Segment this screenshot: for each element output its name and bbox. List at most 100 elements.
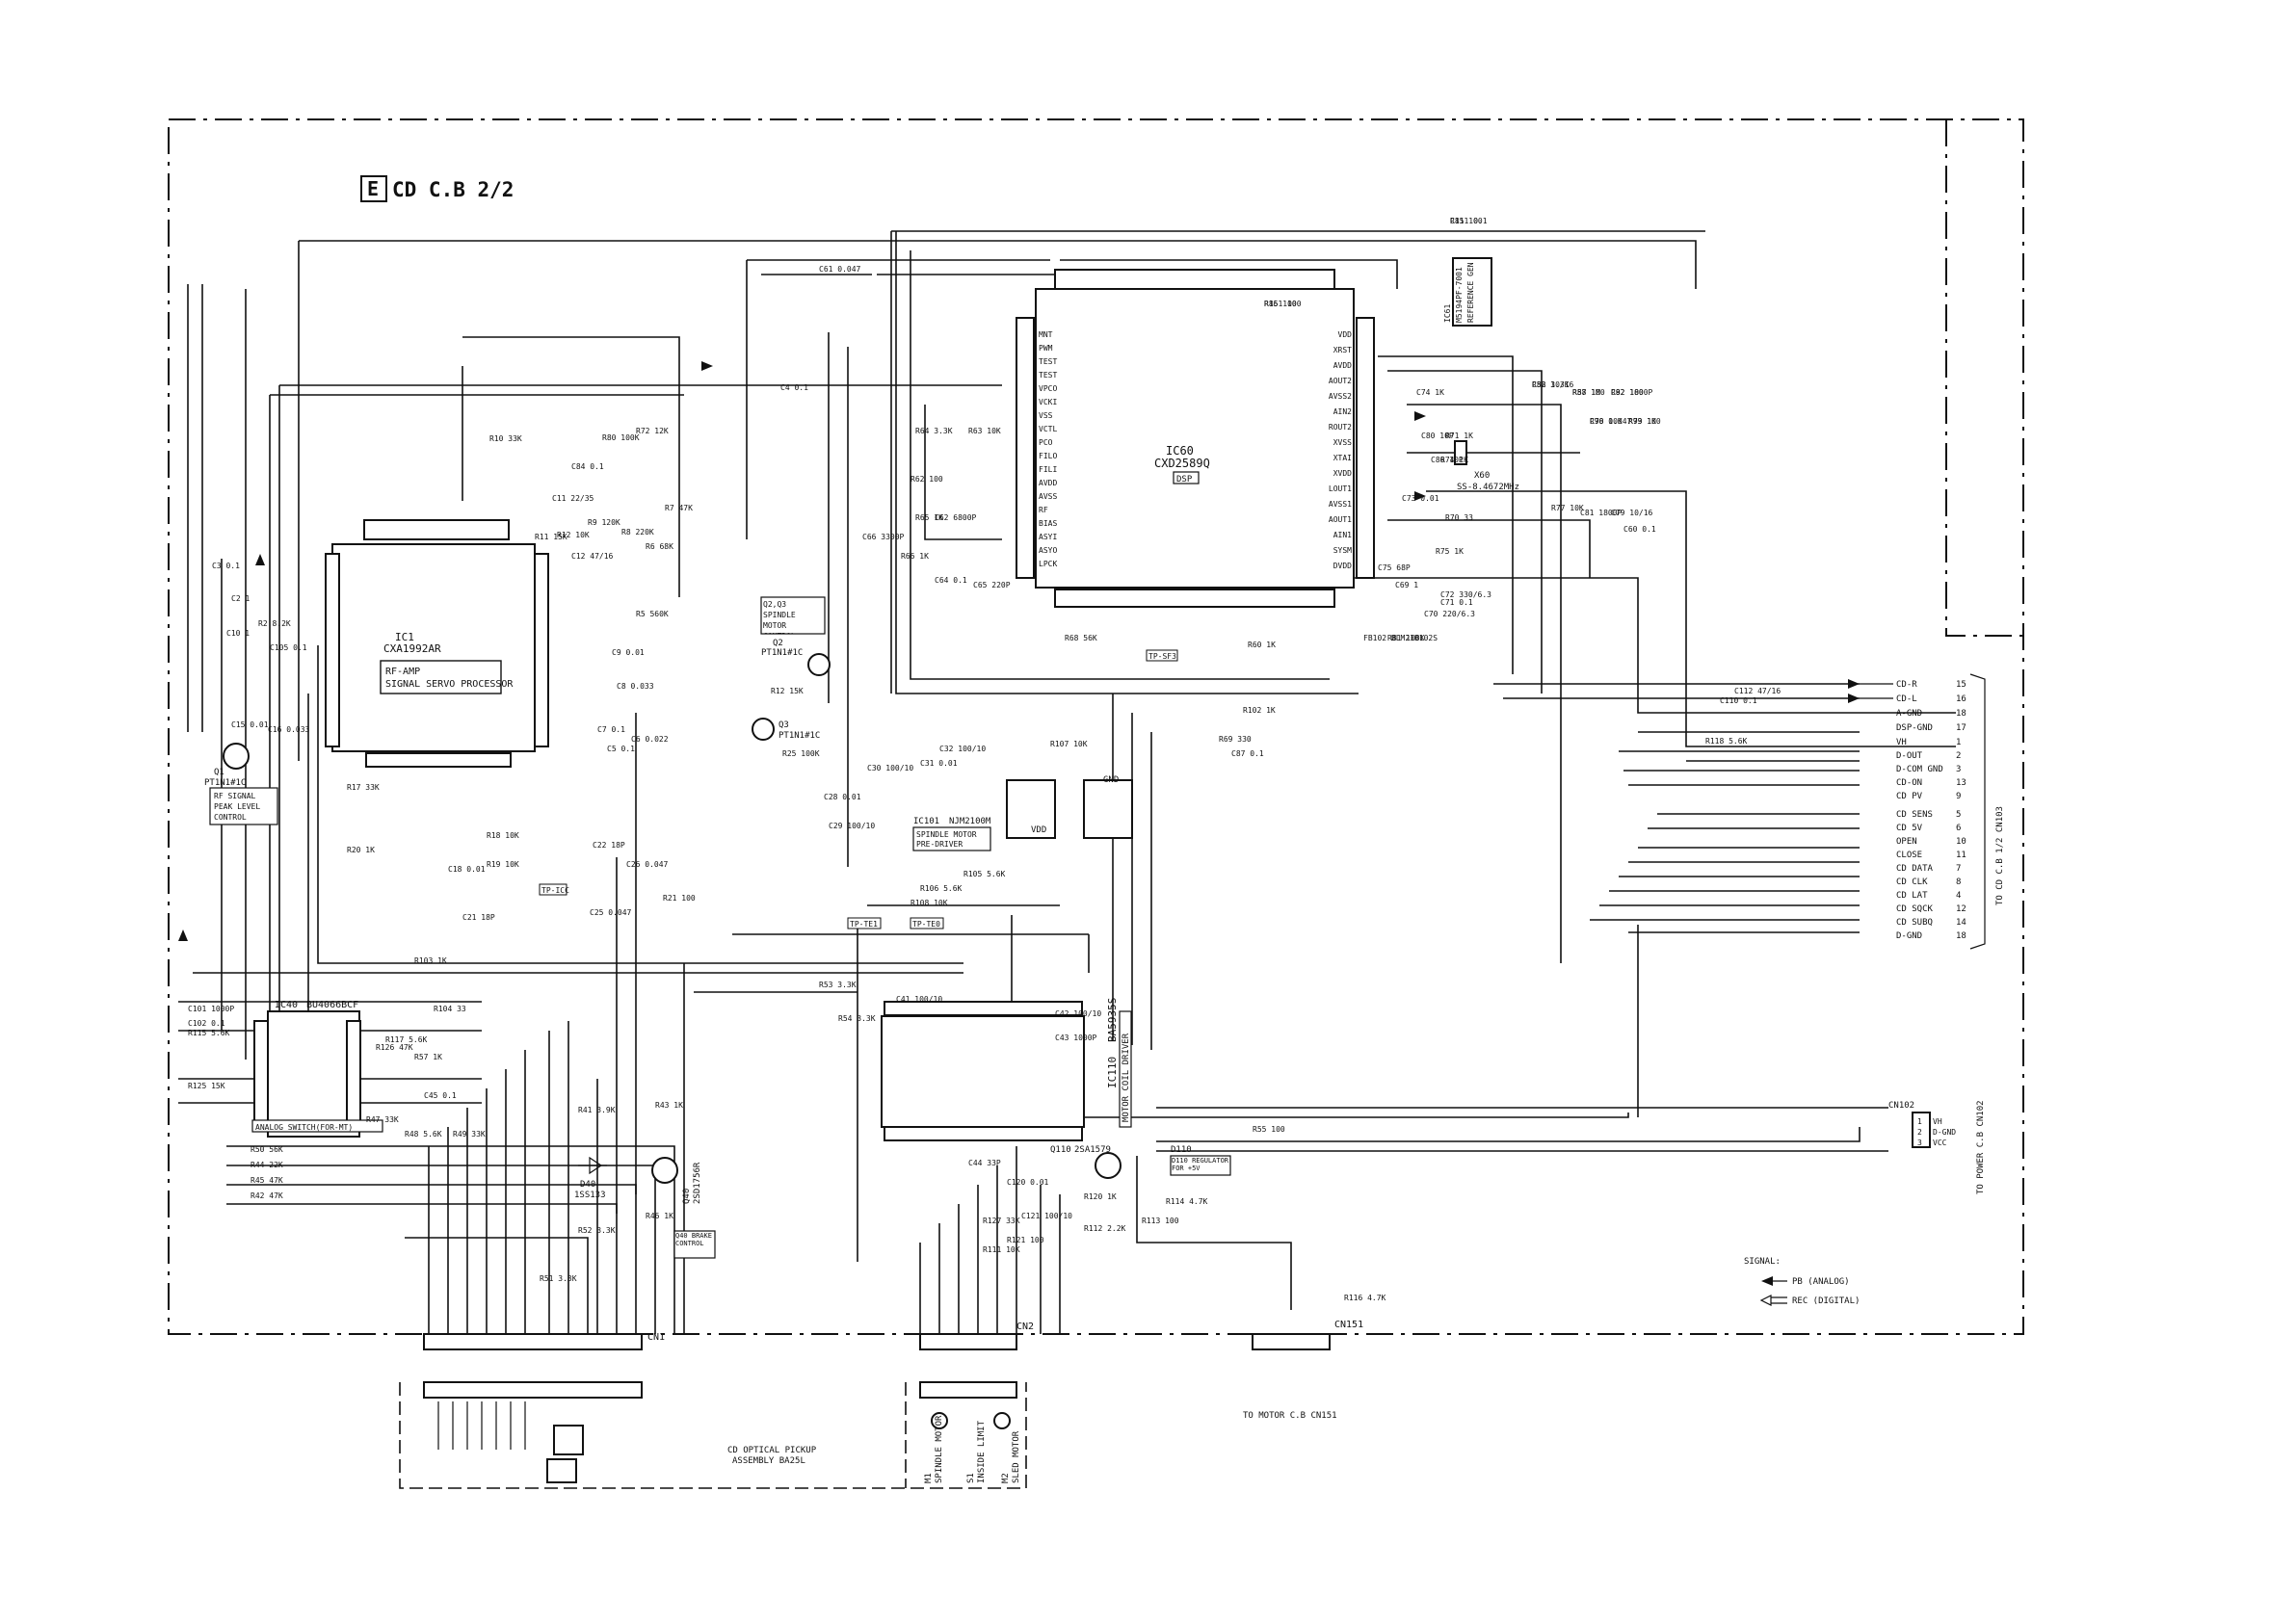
svg-text:VH: VH <box>1896 738 1907 747</box>
component-label: C3 0.1 <box>212 562 240 570</box>
regulator-text: D110 REGULATOR FOR +5V <box>1172 1157 1229 1172</box>
component-label: C66 3300P <box>862 533 905 541</box>
ic60-pin-l11: AVDD <box>1039 479 1057 487</box>
component-label: R49 33K <box>453 1130 486 1139</box>
component-label: R115 5.6K <box>188 1029 230 1037</box>
cn102-label: TO POWER C.B CN102 <box>1976 1100 1986 1194</box>
svg-text:15: 15 <box>1956 680 1966 690</box>
component-label: R66 1K <box>901 552 929 561</box>
ic110-desc: MOTOR COIL DRIVER <box>1122 1033 1131 1122</box>
ic60-pin-l13: RF <box>1039 506 1048 514</box>
pickup-title2: ASSEMBLY BA25L <box>732 1456 805 1466</box>
ic60-pin-l3: TEST <box>1039 371 1057 380</box>
component-label: R65 1K <box>915 513 943 522</box>
component-label: R17 33K <box>347 783 380 792</box>
ic60-pin-l1: PWM <box>1039 344 1053 353</box>
cn1-ref: CN1 <box>647 1332 665 1343</box>
component-label: R12 10K <box>557 531 590 539</box>
component-label: C9 0.01 <box>612 648 645 657</box>
ic60-pin-r4: AVSS2 <box>1329 392 1352 401</box>
component-label: R77 10K <box>1551 504 1584 512</box>
svg-text:5: 5 <box>1956 810 1961 820</box>
component-label: R52 3.3K <box>1532 380 1570 389</box>
tp-te0: TP-TE0 <box>912 920 940 929</box>
q2-transistor: Q2 PT1N1#1C <box>761 639 831 676</box>
svg-text:9: 9 <box>1956 792 1961 801</box>
component-label: R111 10K <box>983 1245 1020 1254</box>
pickup-title1: CD OPTICAL PICKUP <box>727 1446 817 1455</box>
q40-transistor: Q40 2SD1756R Q40 BRAKE CONTROL <box>651 1157 716 1259</box>
ic40-chip: IC40 BU4066BCF ANALOG SWITCH(FOR-MT) <box>251 1000 383 1138</box>
ic110-part: BA5935S <box>1106 998 1119 1042</box>
svg-text:CD SUBQ: CD SUBQ <box>1896 918 1933 928</box>
component-label: C69 1 <box>1395 581 1418 589</box>
ic60-pin-l0: MNT <box>1039 330 1053 339</box>
component-label: C87 0.1 <box>1231 749 1264 758</box>
svg-text:CD CLK: CD CLK <box>1896 877 1928 887</box>
ic60-pin-r13: AIN1 <box>1333 531 1352 539</box>
svg-text:13: 13 <box>1956 778 1966 788</box>
svg-text:12: 12 <box>1956 904 1966 914</box>
ic60-part: CXD2589Q <box>1154 457 1210 470</box>
component-label: R64 3.3K <box>915 427 953 435</box>
component-label: C4 0.1 <box>780 383 808 392</box>
component-label: C2 1 <box>231 594 250 603</box>
svg-text:7: 7 <box>1956 864 1961 874</box>
component-label: C44 33P <box>968 1159 1001 1167</box>
ic60-pin-l12: AVSS <box>1039 492 1057 501</box>
component-label: C8 0.033 <box>617 682 654 691</box>
component-label: R80 100K <box>602 433 640 442</box>
component-label: C105 0.1 <box>270 643 307 652</box>
motors: M1 SPINDLE MOTOR S1 INSIDE LIMIT M2 SLED… <box>924 1412 1021 1483</box>
component-label: C22 18P <box>593 841 625 850</box>
svg-text:A-GND: A-GND <box>1896 709 1922 719</box>
x60-ref: X60 <box>1474 471 1490 481</box>
component-label: C72 330/6.3 <box>1440 590 1491 599</box>
component-label: R121 100 <box>1007 1236 1044 1244</box>
cn102-name2: D-GND <box>1933 1128 1956 1137</box>
component-label: R54 3.3K <box>838 1014 876 1023</box>
component-label: C7 0.1 <box>597 725 625 734</box>
component-label: R11 15K <box>535 533 567 541</box>
component-label: R114 4.7K <box>1166 1197 1208 1206</box>
component-label: C112 47/16 <box>1734 687 1781 695</box>
component-label: R106 5.6K <box>920 884 963 893</box>
component-label: R21 100 <box>663 894 696 903</box>
ic1-desc1: RF-AMP <box>385 667 420 677</box>
q110-part: 2SA1579 <box>1074 1145 1111 1155</box>
component-label: C80 10P <box>1421 432 1454 440</box>
svg-text:D-OUT: D-OUT <box>1896 751 1923 761</box>
component-label: R72 12K <box>636 427 669 435</box>
component-label: R42 47K <box>251 1191 283 1200</box>
svg-text:6: 6 <box>1956 824 1961 833</box>
component-label: R51 3.3K <box>540 1274 577 1283</box>
component-label: R81 100K <box>1387 634 1425 642</box>
spindle-control-box: Q2,Q3 SPINDLE MOTOR CONTROL <box>760 596 826 635</box>
motor-m2-name: SLED MOTOR <box>1012 1430 1021 1483</box>
component-label: C64 0.1 <box>935 576 967 585</box>
cn1-connector: CN1 <box>423 1332 665 1399</box>
component-label: R118 5.6K <box>1705 737 1748 746</box>
component-label: C6 0.022 <box>631 735 669 744</box>
component-label: R57 1K <box>414 1053 442 1061</box>
ic60-pin-l8: PCO <box>1039 438 1053 447</box>
component-label: R63 10K <box>968 427 1001 435</box>
svg-text:OPEN: OPEN <box>1896 837 1917 847</box>
ic60-pin-r15: DVDD <box>1333 562 1352 570</box>
ic60-pin-l4: VPCO <box>1039 384 1057 393</box>
component-label: R47 33K <box>366 1115 399 1124</box>
ic101-desc1: SPINDLE MOTOR <box>916 830 977 839</box>
component-label: C12 47/16 <box>571 552 614 561</box>
svg-text:14: 14 <box>1956 918 1966 928</box>
component-label: R68 56K <box>1065 634 1097 642</box>
q3-part: PT1N1#1C <box>779 731 820 741</box>
x60-crystal: X60 SS-8.4672MHz <box>1454 440 1519 492</box>
component-label: R41 3.9K <box>578 1106 616 1114</box>
rec-arrow-icon <box>1759 1295 1787 1306</box>
motor-m2: M2 <box>1001 1473 1011 1483</box>
component-label: R127 33K <box>983 1217 1020 1225</box>
